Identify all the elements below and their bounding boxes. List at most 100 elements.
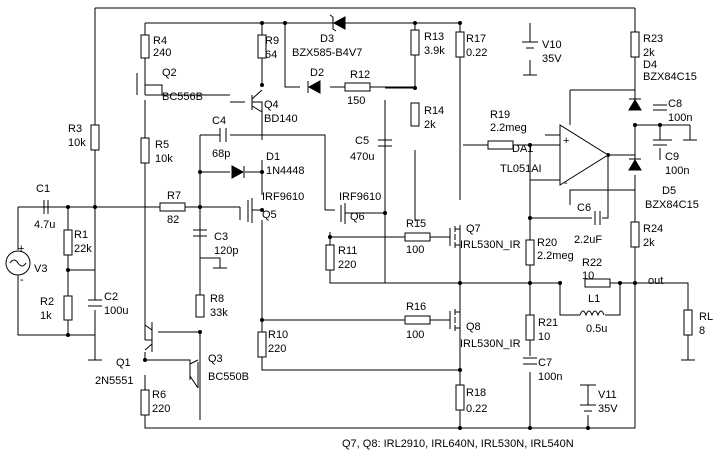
r2-value: 1k xyxy=(40,310,52,322)
r9-symbol xyxy=(257,34,267,59)
out-label: out xyxy=(648,275,663,287)
r9-value: 64 xyxy=(265,49,277,61)
r15-value: 100 xyxy=(406,244,424,256)
q7-name: Q7 xyxy=(466,223,481,235)
c1-value: 4.7u xyxy=(34,219,55,231)
c3-value: 120p xyxy=(214,245,238,257)
r19-symbol xyxy=(487,140,514,150)
c3-symbol xyxy=(193,229,207,237)
q3-name: Q3 xyxy=(208,353,223,365)
c2-name: C2 xyxy=(104,291,118,303)
q7-symbol xyxy=(449,226,460,248)
v11-symbol xyxy=(580,404,596,412)
r19-name: R19 xyxy=(490,109,510,121)
r24-value: 2k xyxy=(643,237,655,249)
ground-symbol xyxy=(683,125,697,141)
r1-value: 22k xyxy=(74,243,92,255)
r6-value: 220 xyxy=(152,403,170,415)
q4-name: Q4 xyxy=(264,99,279,111)
c6-value: 2.2uF xyxy=(574,234,602,246)
q8-value: IRL530N_IR xyxy=(460,338,521,350)
r14-name: R14 xyxy=(424,105,444,117)
q2-symbol xyxy=(136,70,146,95)
r18-value: 0.22 xyxy=(466,403,487,415)
r12-value: 150 xyxy=(347,95,365,107)
v3-name: V3 xyxy=(34,263,47,275)
r10-name: R10 xyxy=(268,329,288,341)
r18-name: R18 xyxy=(466,387,486,399)
d3-value: BZX585-B4V7 xyxy=(292,47,362,59)
v11-name: V11 xyxy=(598,389,617,401)
r7-value: 82 xyxy=(167,214,179,226)
v11-value: 35V xyxy=(598,403,618,415)
c9-value: 100n xyxy=(665,165,689,177)
d5-name: D5 xyxy=(662,185,676,197)
c2-value: 100u xyxy=(104,305,128,317)
c2-symbol xyxy=(88,299,102,307)
r17-symbol xyxy=(455,31,465,58)
c8-symbol xyxy=(653,104,667,111)
r20-symbol xyxy=(525,239,535,266)
c4-name: C4 xyxy=(212,115,226,127)
labels: R3 10k R4 240 Q2 BC556B R9 64 D3 BZX585-… xyxy=(18,31,713,450)
q7-value: IRL530N_IR xyxy=(460,239,521,251)
q6-value: IRF9610 xyxy=(339,191,381,203)
r5-value: 10k xyxy=(155,153,173,165)
r2-name: R2 xyxy=(40,296,54,308)
q1-symbol xyxy=(144,322,153,352)
da1-minus: - xyxy=(564,177,568,189)
capacitors xyxy=(43,104,667,365)
r23-name: R23 xyxy=(643,33,663,45)
r6-name: R6 xyxy=(152,389,166,401)
c7-name: C7 xyxy=(538,357,552,369)
diodes xyxy=(231,14,642,179)
r18-symbol xyxy=(455,384,465,411)
r3-name: R3 xyxy=(68,123,82,135)
r16-name: R16 xyxy=(406,301,426,313)
r17-name: R17 xyxy=(466,33,486,45)
r21-symbol xyxy=(525,314,535,341)
l1-symbol xyxy=(579,310,605,317)
r1-name: R1 xyxy=(74,229,88,241)
r21-name: R21 xyxy=(538,317,558,329)
r5-symbol xyxy=(140,137,150,164)
q5-name: Q5 xyxy=(262,209,277,221)
d2-symbol xyxy=(307,80,321,94)
l1-value: 0.5u xyxy=(586,323,607,335)
r8-value: 33k xyxy=(210,307,228,319)
r24-symbol xyxy=(630,221,640,248)
d1-value: 1N4448 xyxy=(266,165,305,177)
d3-name: D3 xyxy=(320,33,334,45)
d3-symbol xyxy=(329,14,346,32)
r24-name: R24 xyxy=(643,223,663,235)
c5-name: C5 xyxy=(355,135,369,147)
c5-symbol xyxy=(378,139,392,147)
q1-name: Q1 xyxy=(116,357,131,369)
r15-name: R15 xyxy=(406,218,426,230)
d4-symbol xyxy=(628,98,642,111)
c9-symbol xyxy=(653,139,667,146)
r1-symbol xyxy=(63,229,73,256)
r20-value: 2.2meg xyxy=(537,250,574,262)
footnote: Q7, Q8: IRL2910, IRL640N, IRL530N, IRL54… xyxy=(342,438,574,450)
r16-value: 100 xyxy=(406,329,424,341)
r14-symbol xyxy=(410,102,420,127)
r4-value: 240 xyxy=(153,47,171,59)
junctions xyxy=(66,21,662,430)
r23-symbol xyxy=(630,31,640,58)
r8-name: R8 xyxy=(210,293,224,305)
sources xyxy=(5,41,596,412)
q8-name: Q8 xyxy=(466,321,481,333)
r23-value: 2k xyxy=(643,47,655,59)
resistors xyxy=(63,29,693,416)
c3-name: C3 xyxy=(214,231,228,243)
q8-symbol xyxy=(449,309,460,331)
r4-symbol xyxy=(140,34,150,59)
r11-value: 220 xyxy=(338,259,356,271)
d2-name: D2 xyxy=(310,67,324,79)
r8-symbol xyxy=(195,294,205,318)
q5-value: IRF9610 xyxy=(262,191,304,203)
q6-name: Q6 xyxy=(350,211,365,223)
r19-value: 2.2meg xyxy=(490,122,527,134)
